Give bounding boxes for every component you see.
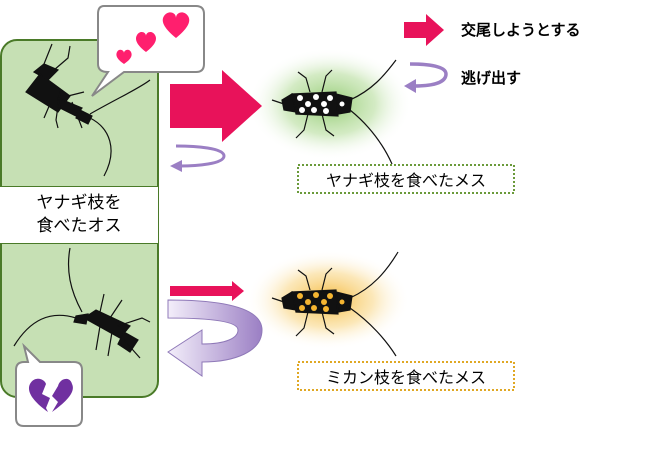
broken-heart-icon xyxy=(15,342,83,427)
hearts-icon xyxy=(91,5,205,97)
female-mikan-label: ミカン枝を食べたメス xyxy=(300,364,512,388)
male-beetle-upper xyxy=(25,43,151,177)
female-beetle-mikan xyxy=(271,251,399,357)
legend-mate-arrow xyxy=(404,14,444,46)
male-label-line1: ヤナギ枝を xyxy=(36,193,122,213)
male-label-line2: 食べたオス xyxy=(36,216,122,236)
female-willow-label: ヤナギ枝を食べたメス xyxy=(300,167,512,191)
mate-arrow-big xyxy=(170,70,262,142)
legend-escape-label: 逃げ出す xyxy=(461,69,522,87)
legend-mate-label: 交尾しようとする xyxy=(461,21,581,39)
male-beetle-lower xyxy=(13,247,151,359)
legend-escape-arrow xyxy=(404,62,448,93)
female-beetle-willow xyxy=(271,59,397,165)
mate-arrow-small xyxy=(170,281,244,301)
escape-arrow-small xyxy=(170,144,226,172)
male-label: ヤナギ枝を 食べたオス xyxy=(0,186,158,244)
escape-arrow-big xyxy=(167,299,263,377)
